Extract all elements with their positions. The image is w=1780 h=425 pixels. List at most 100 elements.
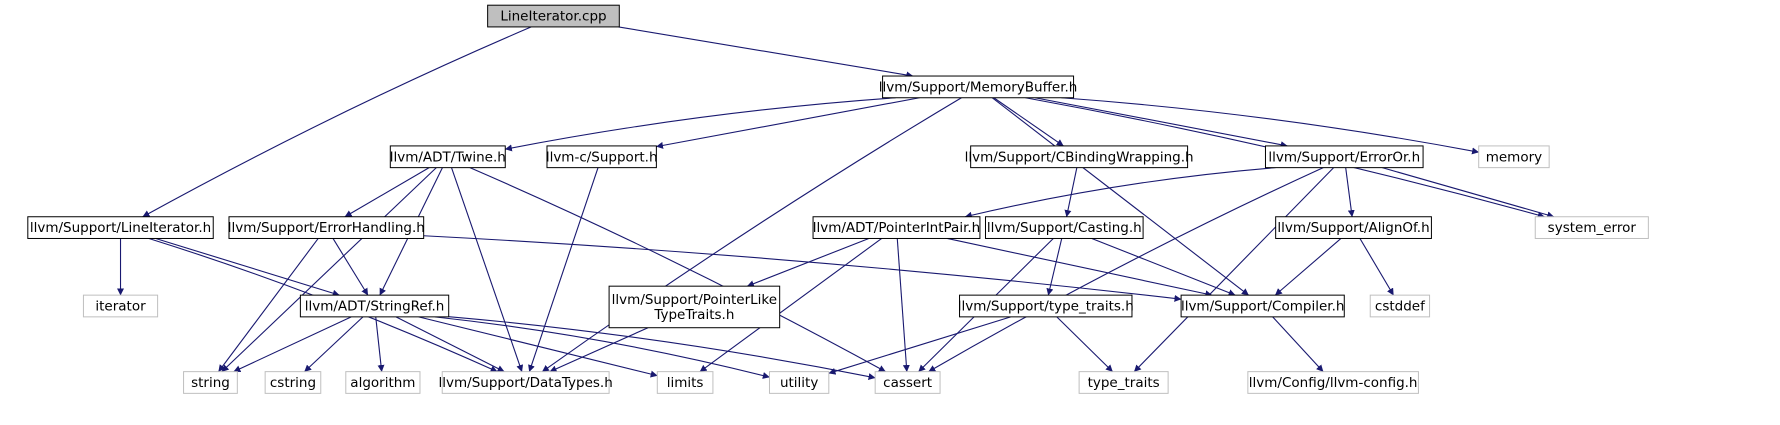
node-box: [1247, 371, 1419, 394]
edge-memorybuffer-to-csupport: [656, 97, 920, 149]
edge-stringref-to-cassert: [448, 316, 876, 380]
node-label-line: TypeTraits.h: [653, 307, 734, 323]
node-box: [970, 145, 1189, 169]
node-typetraits_h[interactable]: llvm/Support/type_traits.h: [958, 294, 1134, 318]
node-box: [299, 294, 450, 318]
node-label: llvm/Support/AlignOf.h: [1277, 220, 1429, 236]
node-limits: limits: [656, 371, 714, 394]
node-memorybuffer[interactable]: llvm/Support/MemoryBuffer.h: [879, 75, 1078, 99]
edge-layer: [117, 26, 1555, 380]
node-box: [812, 216, 981, 239]
node-box: [882, 75, 1075, 99]
node-compiler[interactable]: llvm/Support/Compiler.h: [1180, 294, 1345, 318]
edge-stringref-to-datatypes: [395, 316, 505, 373]
node-box: [389, 145, 506, 169]
edge-erroror-to-system_error: [1382, 167, 1555, 219]
edge-pointerintpair-to-limits: [699, 238, 882, 373]
edge-root-to-lineiterator: [142, 26, 532, 218]
edge-pointerintpair-to-pointerlike: [746, 237, 870, 287]
node-stringref[interactable]: llvm/ADT/StringRef.h: [299, 294, 450, 318]
edge-twine-to-datatypes: [451, 167, 524, 372]
node-label: LineIterator.cpp: [500, 9, 606, 25]
node-box: [1534, 216, 1649, 239]
edge-memorybuffer-to-datatypes: [541, 97, 962, 373]
node-label: algorithm: [350, 375, 415, 391]
node-label: type_traits: [1088, 375, 1160, 391]
edge-stringref-to-utility: [434, 316, 770, 379]
edge-stringref-to-cstring: [304, 316, 364, 373]
node-label: string: [191, 375, 230, 391]
node-label: llvm/Support/ErrorHandling.h: [228, 220, 425, 236]
edge-pointerintpair-to-compiler: [947, 237, 1213, 298]
edge-stringref-to-limits: [418, 316, 658, 378]
node-box: [768, 371, 830, 394]
node-root[interactable]: LineIterator.cpp: [487, 4, 620, 28]
node-system_error: system_error: [1534, 216, 1649, 239]
node-label: cstddef: [1375, 299, 1426, 315]
edge-erroror-to-type_traits: [1133, 167, 1335, 373]
node-erroror[interactable]: llvm/Support/ErrorOr.h: [1264, 145, 1424, 169]
node-box: [228, 216, 425, 239]
node-label: llvm/Support/DataTypes.h: [439, 375, 613, 391]
node-type_traits: type_traits: [1078, 371, 1169, 394]
node-box: [27, 216, 214, 239]
node-errorhandling[interactable]: llvm/Support/ErrorHandling.h: [228, 216, 425, 239]
node-label: llvm/Support/MemoryBuffer.h: [879, 79, 1078, 95]
node-cstddef: cstddef: [1369, 294, 1431, 318]
node-cassert: cassert: [874, 371, 941, 394]
node-iterator: iterator: [82, 294, 159, 318]
node-box: [1078, 371, 1169, 394]
node-box: [874, 371, 941, 394]
edge-pointerlike-to-datatypes: [549, 327, 649, 373]
node-label: llvm/Support/ErrorOr.h: [1268, 149, 1420, 165]
node-casting[interactable]: llvm/Support/Casting.h: [984, 216, 1144, 239]
node-box: [345, 371, 421, 394]
edge-erroror-to-cassert: [928, 167, 1324, 373]
node-label: llvm/Support/Casting.h: [987, 220, 1142, 236]
node-label: llvm/Support/Compiler.h: [1181, 299, 1344, 315]
edge-erroror-to-pointerintpair: [964, 167, 1276, 219]
edge-twine-to-string: [221, 167, 437, 373]
node-box: [183, 371, 238, 394]
node-box: [487, 4, 620, 28]
node-label: cassert: [883, 375, 932, 391]
edge-lineiterator-to-stringref: [155, 237, 340, 297]
node-lineiterator[interactable]: llvm/Support/LineIterator.h: [27, 216, 214, 239]
edge-twine-to-cassert: [469, 167, 886, 373]
node-box: [1275, 216, 1432, 239]
edge-twine-to-errorhandling: [344, 167, 430, 218]
edge-errorhandling-to-stringref: [332, 238, 369, 296]
node-label: cstring: [270, 375, 316, 391]
node-label: iterator: [95, 299, 146, 315]
node-cstring: cstring: [264, 371, 322, 394]
node-box: [608, 285, 781, 329]
node-box: [1478, 145, 1550, 169]
edge-alignof-to-cstddef: [1359, 238, 1394, 296]
node-box: [959, 294, 1133, 318]
edge-stringref-to-string: [233, 316, 352, 373]
edge-memorybuffer-to-erroror: [1034, 97, 1288, 149]
node-box: [546, 145, 657, 169]
edge-casting-to-compiler: [1091, 237, 1236, 296]
edge-typetraits_h-to-utility: [828, 316, 1011, 375]
node-box: [82, 294, 159, 318]
edge-memorybuffer-to-compiler: [991, 97, 1249, 296]
edge-erroror-to-alignof: [1345, 167, 1355, 218]
node-alignof[interactable]: llvm/Support/AlignOf.h: [1275, 216, 1432, 239]
node-label: llvm/Support/type_traits.h: [958, 299, 1134, 315]
node-label: llvm/ADT/StringRef.h: [305, 299, 445, 315]
node-label: memory: [1486, 149, 1542, 165]
node-memory: memory: [1478, 145, 1550, 169]
node-label: llvm/Support/LineIterator.h: [30, 220, 211, 236]
node-box: [1264, 145, 1424, 169]
node-csupport[interactable]: llvm-c/Support.h: [546, 145, 658, 169]
node-pointerintpair[interactable]: llvm/ADT/PointerIntPair.h: [812, 216, 981, 239]
node-cbinding[interactable]: llvm/Support/CBindingWrapping.h: [965, 145, 1194, 169]
edge-compiler-to-llvmconfig: [1272, 316, 1324, 373]
edge-typetraits_h-to-type_traits: [1056, 316, 1113, 373]
node-utility: utility: [768, 371, 830, 394]
node-twine[interactable]: llvm/ADT/Twine.h: [389, 145, 506, 169]
node-llvmconfig: llvm/Config/llvm-config.h: [1247, 371, 1419, 394]
